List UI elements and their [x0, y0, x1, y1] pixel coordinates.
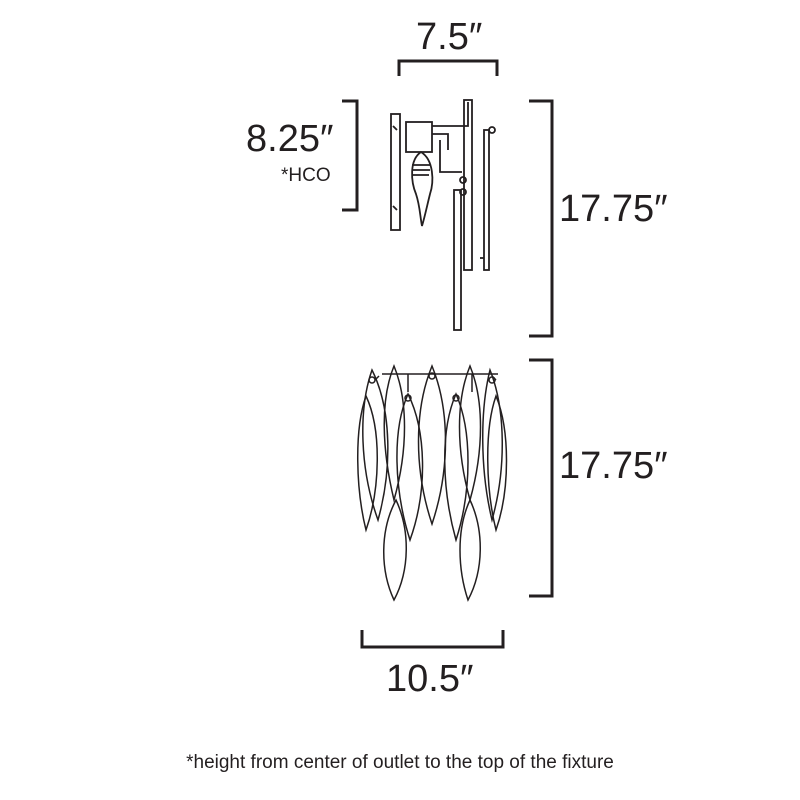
dimension-brackets [342, 59, 554, 649]
front-rod [483, 129, 490, 271]
side-view-fixture [390, 99, 496, 331]
hco-height-label: 8.25″ [246, 118, 334, 160]
front-view-fixture [357, 364, 508, 602]
bottom-width-label: 10.5″ [386, 658, 474, 700]
bottom-rod [453, 189, 462, 331]
bulb [411, 150, 434, 227]
rear-rod [463, 99, 473, 271]
top-width-label: 7.5″ [416, 16, 483, 58]
wall-backplate [390, 113, 401, 231]
frame [374, 373, 498, 392]
bottom-width-bracket [360, 630, 505, 649]
front-height-bracket [529, 358, 554, 598]
petal-mount-dots [368, 372, 496, 402]
glass-petals [357, 364, 508, 602]
footnote: *height from center of outlet to the top… [186, 752, 614, 773]
hco-note-label: *HCO [281, 165, 331, 186]
top-width-bracket [397, 59, 499, 76]
front-height-label: 17.75″ [559, 445, 668, 487]
support-arm [432, 102, 469, 173]
side-height-label: 17.75″ [559, 188, 668, 230]
hco-height-bracket [342, 99, 359, 212]
side-height-bracket [529, 99, 554, 338]
socket-housing [405, 121, 433, 153]
